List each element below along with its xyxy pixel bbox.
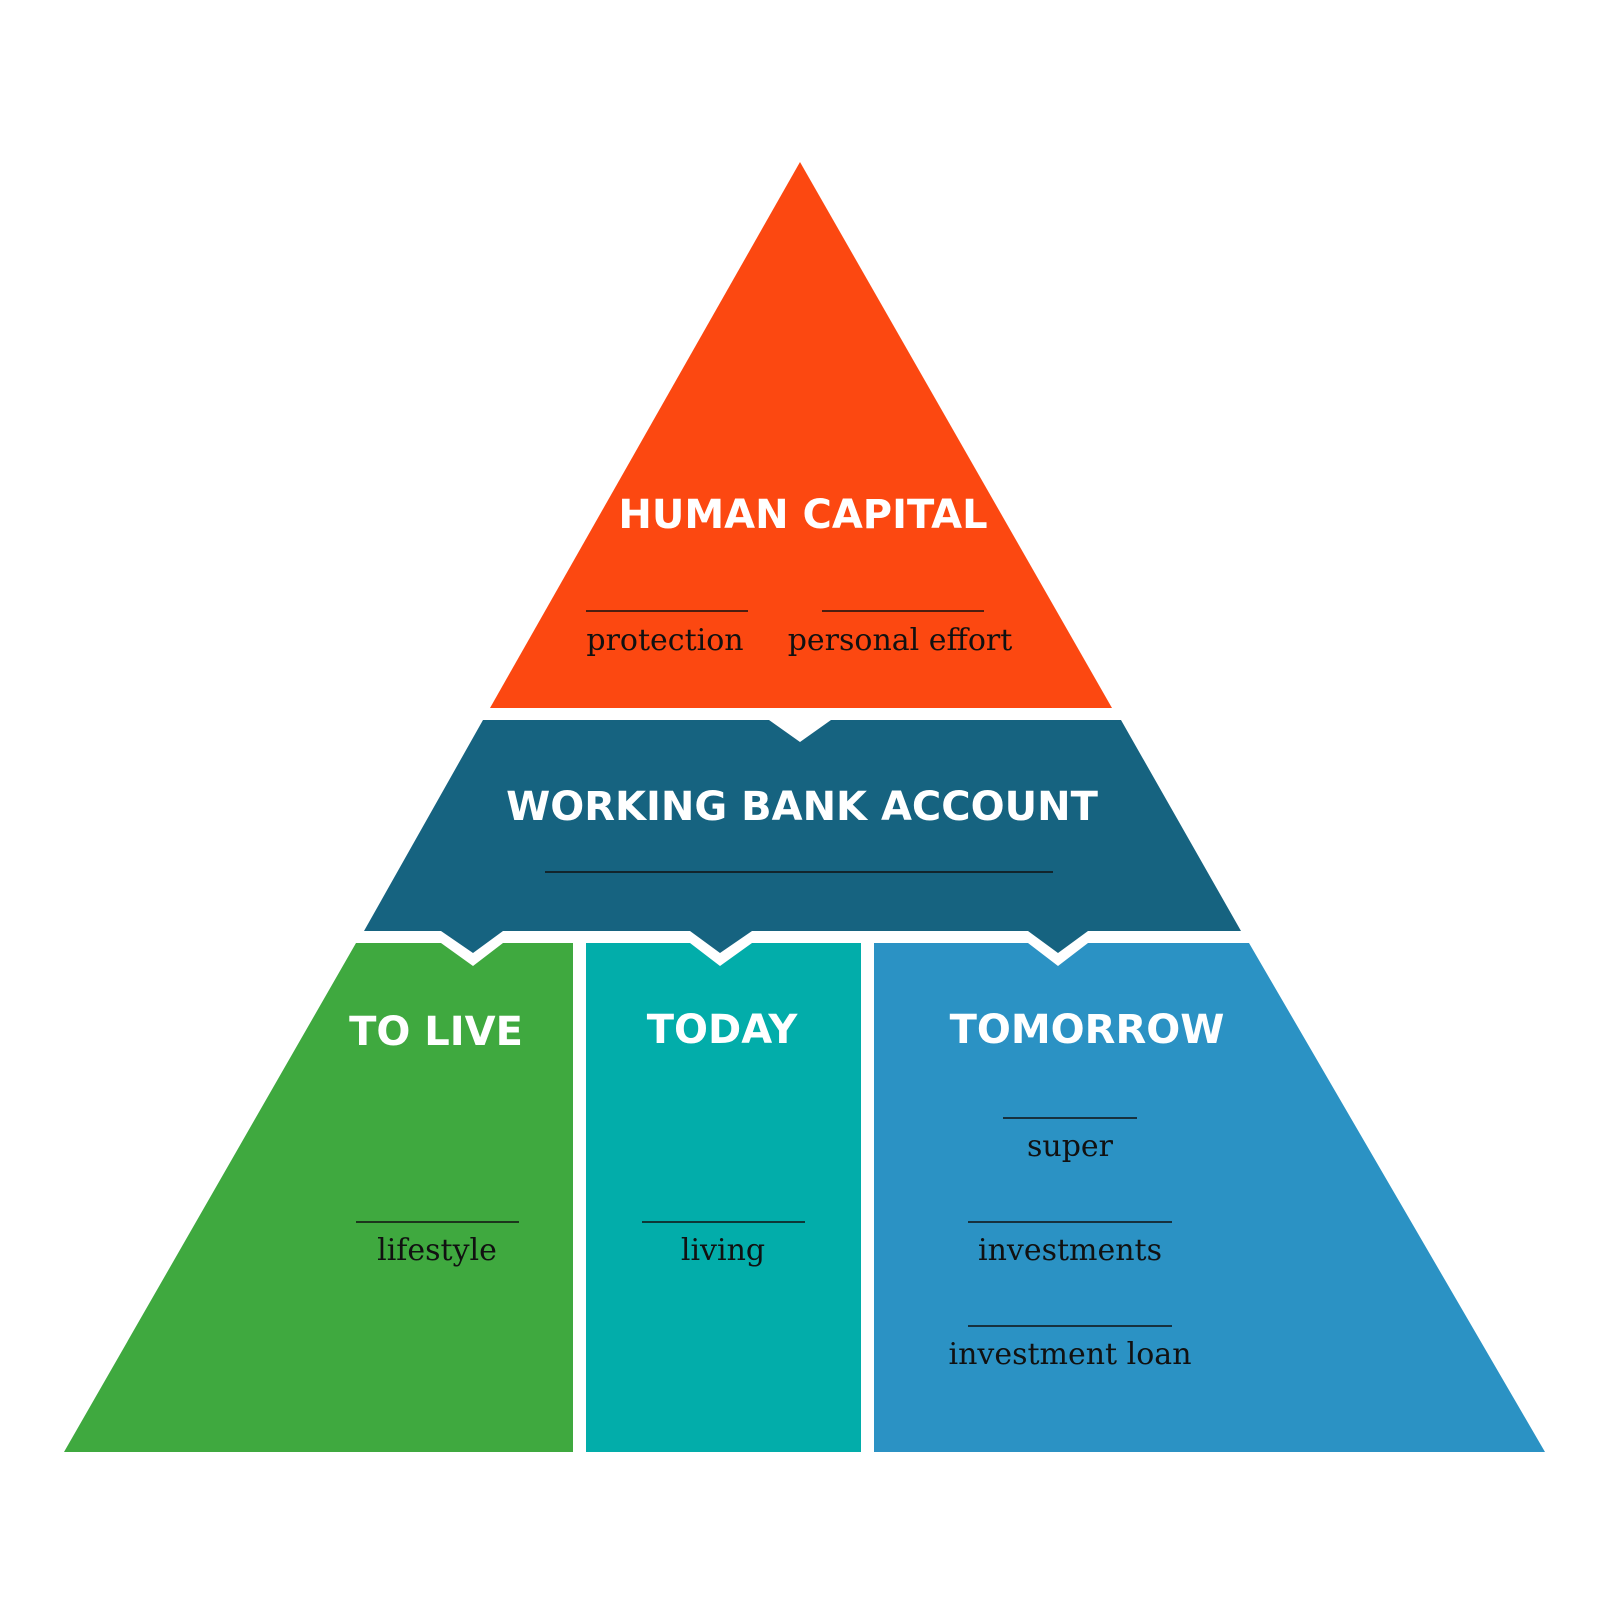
- today-title: TODAY: [647, 1007, 799, 1053]
- protection-label: protection: [586, 623, 743, 658]
- human-capital-section: HUMAN CAPITAL protection personal effort: [490, 162, 1112, 708]
- tomorrow-section: TOMORROW super investments investment lo…: [874, 943, 1545, 1452]
- tomorrow-title: TOMORROW: [950, 1007, 1225, 1053]
- today-section: TODAY living: [586, 943, 861, 1452]
- working-bank-account-section: WORKING BANK ACCOUNT: [364, 720, 1241, 953]
- working-bank-account-title: WORKING BANK ACCOUNT: [506, 784, 1099, 830]
- human-capital-block: [490, 162, 1112, 708]
- human-capital-title: HUMAN CAPITAL: [618, 492, 987, 538]
- to-live-title: TO LIVE: [349, 1009, 523, 1055]
- living-label: living: [681, 1233, 765, 1268]
- to-live-section: TO LIVE lifestyle: [64, 943, 573, 1452]
- tomorrow-block: [874, 943, 1545, 1452]
- to-live-block: [64, 943, 573, 1452]
- working-bank-account-block: [364, 720, 1241, 953]
- super-label: super: [1027, 1129, 1114, 1164]
- today-block: [586, 943, 861, 1452]
- investment-loan-label: investment loan: [948, 1337, 1191, 1372]
- investments-label: investments: [978, 1233, 1162, 1268]
- lifestyle-label: lifestyle: [377, 1233, 497, 1268]
- personal-effort-label: personal effort: [788, 623, 1013, 658]
